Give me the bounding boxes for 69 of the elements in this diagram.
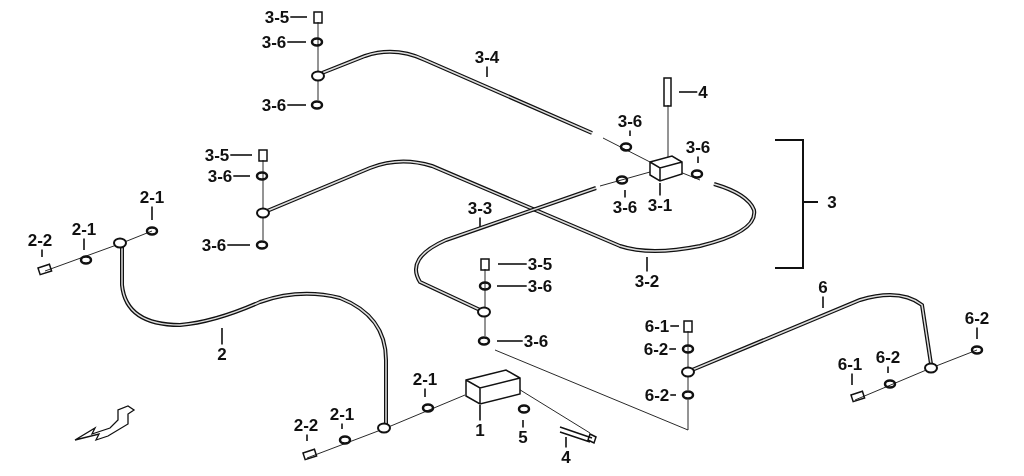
leader-line	[286, 41, 307, 43]
callout-number: 3-6	[523, 332, 549, 350]
leader-line	[479, 216, 481, 228]
callout-number: 4	[698, 83, 708, 101]
callout-number: 3-6	[527, 277, 553, 295]
callout-number: 6	[818, 278, 828, 296]
leader-line	[424, 387, 426, 398]
leader-line	[286, 104, 307, 106]
callout-number: 2-2	[293, 416, 319, 434]
callout-number: 3-1	[647, 196, 673, 214]
callout-number: 2-2	[27, 231, 53, 249]
leader-line	[646, 256, 648, 273]
leader-line	[669, 394, 677, 396]
callout-number: 3-5	[527, 255, 553, 273]
leader-line	[306, 433, 308, 442]
callout-number: 3-6	[261, 33, 287, 51]
callout-number: 6-2	[964, 309, 990, 327]
leader-line	[479, 404, 481, 422]
callout-number: 3-6	[207, 167, 233, 185]
callout-number: 6-2	[644, 386, 670, 404]
leader-line	[678, 91, 699, 93]
callout-number: 6-1	[837, 355, 863, 373]
leader-line	[232, 175, 251, 177]
callout-number: 2-1	[329, 405, 355, 423]
callout-number: 3-2	[634, 272, 660, 290]
leader-line	[497, 263, 528, 265]
callout-number: 3-6	[201, 236, 227, 254]
leader-line	[887, 365, 889, 374]
leader-line	[669, 325, 680, 327]
callout-number: 2	[217, 345, 227, 363]
leader-line	[221, 327, 223, 346]
group-number: 3	[827, 193, 837, 211]
leader-line	[151, 205, 153, 221]
leader-line	[851, 372, 853, 386]
leader-line	[976, 326, 978, 340]
leader-line	[229, 154, 253, 156]
leader-line	[341, 422, 343, 430]
callout-number: 3-5	[204, 146, 230, 164]
callout-number: 6-2	[875, 348, 901, 366]
callout-number: 2-1	[139, 188, 165, 206]
leader-line	[624, 189, 626, 199]
callout-number: 3-6	[612, 198, 638, 216]
leader-line	[565, 436, 567, 449]
leader-line	[41, 248, 43, 258]
leader-line	[83, 237, 85, 251]
callout-number: 3-3	[467, 199, 493, 217]
callout-number: 1	[475, 421, 485, 439]
leader-line	[697, 155, 699, 164]
leader-line	[822, 295, 824, 309]
leader-line	[668, 348, 677, 350]
leader-line	[496, 340, 524, 342]
callout-number: 6-1	[644, 317, 670, 335]
callout-number: 3-6	[261, 96, 287, 114]
callout-number: 2-1	[71, 220, 97, 238]
callout-number: 3-6	[685, 138, 711, 156]
callout-number: 3-6	[617, 112, 643, 130]
callout-number: 3-4	[474, 48, 500, 66]
callout-number: 3-5	[264, 8, 290, 26]
leader-line	[289, 16, 308, 18]
callout-number: 4	[561, 448, 571, 466]
leader-line	[226, 244, 251, 246]
callout-number: 6-2	[643, 340, 669, 358]
leader-line	[496, 285, 528, 287]
callout-number: 2-1	[412, 370, 438, 388]
leader-line	[522, 419, 524, 429]
leader-line	[659, 182, 661, 197]
callout-number: 5	[518, 428, 528, 446]
leader-line	[629, 129, 631, 137]
leader-line	[486, 65, 488, 78]
